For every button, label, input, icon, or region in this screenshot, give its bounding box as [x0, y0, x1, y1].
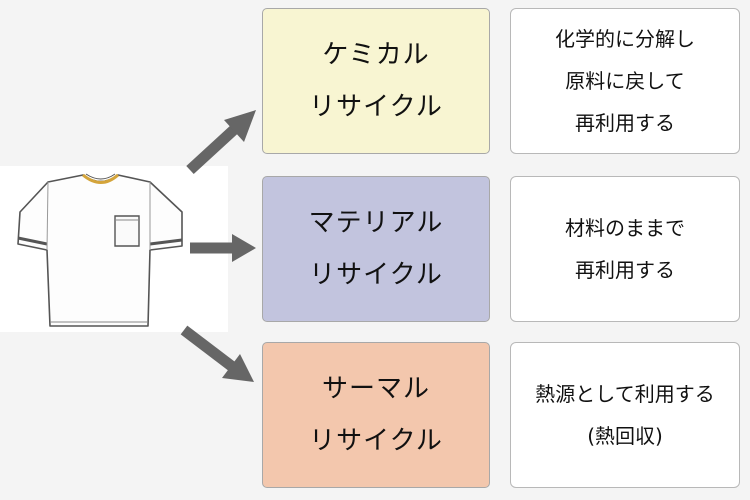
arrow-icon	[186, 110, 256, 175]
category-label: リサイクル	[309, 260, 443, 290]
chemical-recycling-box: ケミカル リサイクル	[262, 8, 490, 154]
tshirt-icon	[17, 173, 183, 327]
description-line: 再利用する	[575, 258, 675, 282]
description-line: (熱回収)	[587, 424, 663, 448]
material-recycling-box: マテリアル リサイクル	[262, 176, 490, 322]
arrow-icon	[180, 325, 254, 382]
category-label: リサイクル	[309, 92, 443, 122]
description-line: 原料に戻して	[565, 69, 685, 93]
category-label: マテリアル	[308, 208, 444, 238]
arrow-icon	[190, 234, 256, 262]
description-line: 再利用する	[575, 111, 675, 135]
description-line: 化学的に分解し	[555, 27, 695, 51]
category-label: ケミカル	[322, 40, 430, 70]
chemical-description-box: 化学的に分解し 原料に戻して 再利用する	[510, 8, 740, 154]
description-line: 熱源として利用する	[535, 382, 715, 406]
thermal-description-box: 熱源として利用する (熱回収)	[510, 342, 740, 488]
category-label: リサイクル	[309, 426, 443, 456]
thermal-recycling-box: サーマル リサイクル	[262, 342, 490, 488]
material-description-box: 材料のままで 再利用する	[510, 176, 740, 322]
category-label: サーマル	[321, 374, 430, 404]
description-line: 材料のままで	[565, 216, 685, 240]
